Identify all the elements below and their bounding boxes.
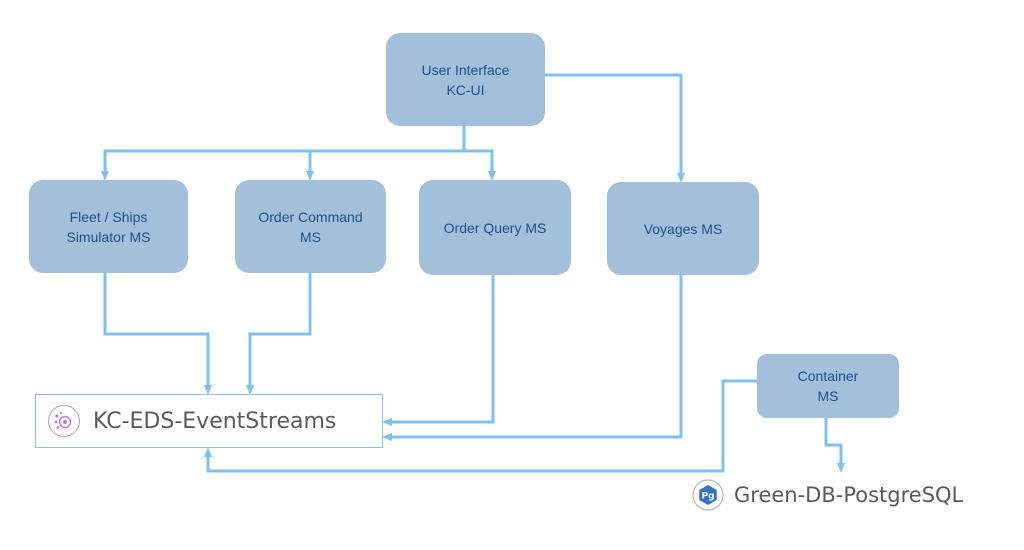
node-user-interface-line2: KC-UI (446, 81, 485, 98)
arrow-fleet-to-eventstreams (103, 273, 212, 395)
arrow-voyages-to-eventstreams (382, 275, 683, 441)
node-container-line1: Container (797, 368, 859, 384)
node-order-query-line1: Order Query MS (443, 219, 547, 236)
node-container-line2: MS (817, 388, 839, 404)
node-order-command-line2: MS (299, 228, 321, 245)
node-fleet-simulator-line2: Simulator MS (66, 228, 151, 245)
service-postgres[interactable]: Pg Green-DB-PostgreSQL (692, 478, 963, 512)
arrow-container-to-eventstreams (204, 379, 757, 473)
event-streams-icon (47, 404, 81, 438)
node-order-command-line1: Order Command (258, 208, 363, 225)
node-voyages-line1: Voyages MS (643, 220, 723, 237)
node-user-interface-line1: User Interface (421, 61, 510, 78)
node-container[interactable]: Container MS (757, 354, 899, 418)
node-user-interface[interactable]: User Interface KC-UI (386, 33, 545, 126)
node-order-query[interactable]: Order Query MS (419, 180, 571, 275)
service-event-streams-label: KC-EDS-EventStreams (93, 408, 337, 434)
postgresql-icon: Pg (692, 479, 724, 511)
node-fleet-simulator[interactable]: Fleet / Ships Simulator MS (29, 180, 188, 273)
arrow-ui-to-order-query (464, 149, 496, 181)
arrow-order-command-to-eventstreams (246, 273, 312, 395)
arrow-ui-to-fleet (101, 125, 466, 181)
arrow-ui-to-voyages (544, 73, 685, 183)
node-order-command[interactable]: Order Command MS (235, 180, 386, 273)
arrow-order-query-to-eventstreams (382, 275, 495, 426)
postgresql-badge-text: Pg (701, 492, 714, 502)
service-postgres-label: Green-DB-PostgreSQL (734, 483, 964, 507)
node-fleet-simulator-line1: Fleet / Ships (69, 208, 148, 225)
service-event-streams[interactable]: KC-EDS-EventStreams (35, 394, 383, 448)
arrow-container-to-postgres (824, 418, 845, 473)
node-voyages[interactable]: Voyages MS (607, 182, 759, 275)
